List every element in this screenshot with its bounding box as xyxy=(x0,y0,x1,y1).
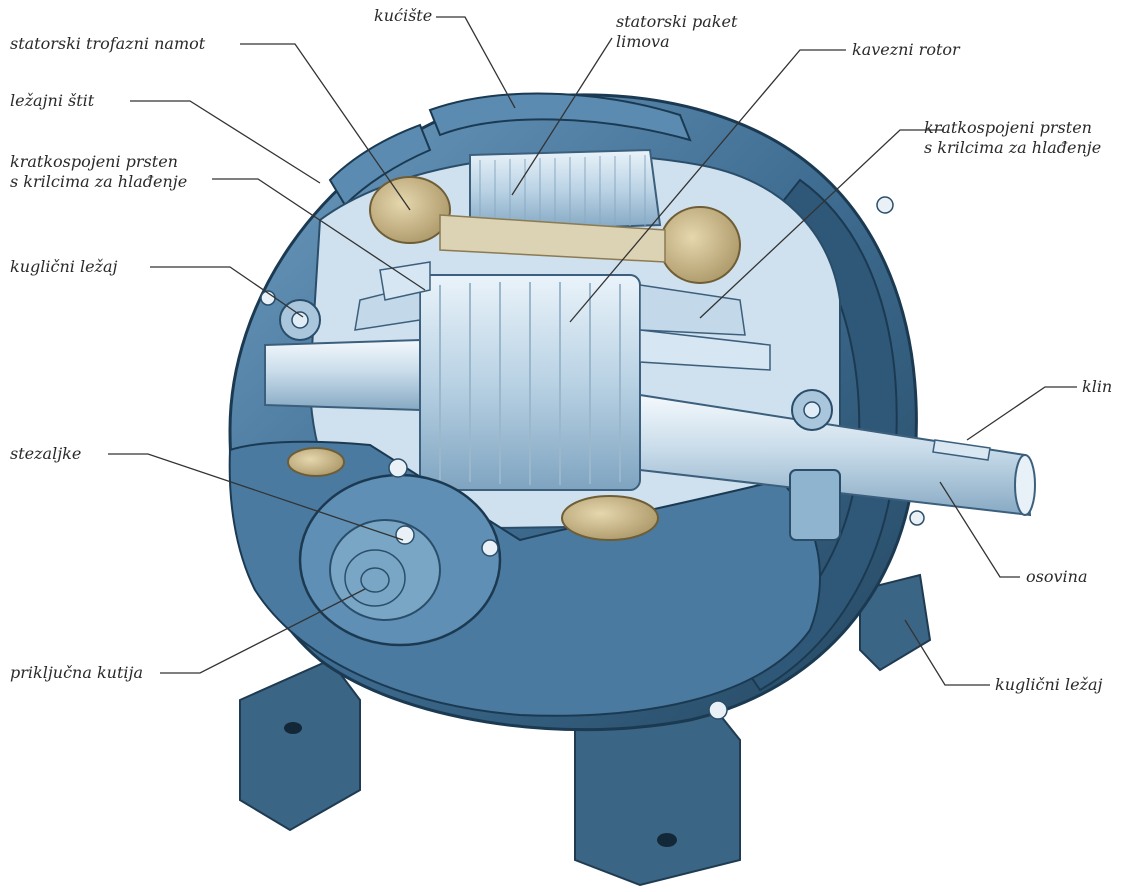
label-prsten-right-line2: s krilcima za hlađenje xyxy=(924,138,1102,157)
label-statorski-paket-line1: statorski paket xyxy=(616,12,738,31)
label-kuciste: kućište xyxy=(374,6,433,25)
bearings xyxy=(279,299,841,541)
label-prsten-left-line1: kratkospojeni prsten xyxy=(10,152,178,171)
label-prsten-left-line2: s krilcima za hlađenje xyxy=(10,172,188,191)
label-osovina: osovina xyxy=(1026,567,1088,586)
label-statorski-paket-line2: limova xyxy=(616,32,670,51)
label-prsten-right: kratkospojeni prsten s krilcima za hlađe… xyxy=(924,118,1101,158)
label-statorski-paket-limova: statorski paket limova xyxy=(616,12,737,52)
terminal-box xyxy=(298,458,502,647)
label-prsten-left: kratkospojeni prsten s krilcima za hlađe… xyxy=(10,152,187,192)
label-statorski-trofazni-namot: statorski trofazni namot xyxy=(10,34,206,53)
label-prsten-right-line1: kratkospojeni prsten xyxy=(924,118,1092,137)
cage-rotor xyxy=(354,261,771,491)
stator-pack xyxy=(469,148,662,234)
leader-lines xyxy=(108,16,1077,686)
label-prikljucna-kutija: priključna kutija xyxy=(10,663,144,682)
label-kavezni-rotor: kavezni rotor xyxy=(852,40,960,59)
label-lezajni-stit: ležajni štit xyxy=(10,91,95,110)
label-stezaljke: stezaljke xyxy=(10,444,82,463)
shaft xyxy=(264,338,1036,517)
label-kuglicni-lezaj-right: kuglični ležaj xyxy=(995,675,1103,694)
bolts xyxy=(260,196,925,720)
stator-windings xyxy=(287,176,741,541)
label-kuglicni-lezaj-left: kuglični ležaj xyxy=(10,257,118,276)
motor-feet xyxy=(239,573,932,887)
label-klin: klin xyxy=(1082,377,1113,396)
